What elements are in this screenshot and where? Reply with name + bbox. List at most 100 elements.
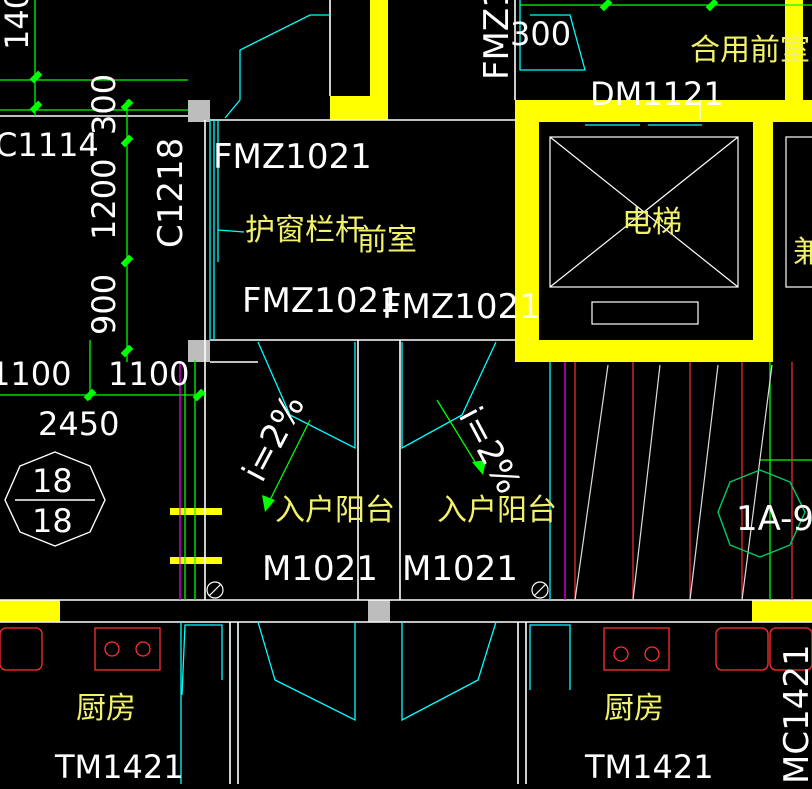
label-top-right-room: 合用前室 [690, 33, 810, 68]
shaft-hatch [179, 362, 793, 601]
burner [104, 641, 120, 657]
wall-elevator-left [515, 100, 539, 362]
stove-left [94, 627, 161, 671]
tick [83, 388, 97, 402]
yellow-walls [0, 0, 812, 622]
wall-elevator-top [515, 100, 812, 122]
label-kitchen-right: 厨房 [604, 691, 664, 726]
dim-1100-b: 1100 [108, 355, 189, 393]
dimension-ticks [29, 0, 719, 512]
hatch-line [689, 364, 719, 601]
label-partial-char: 兼 [793, 235, 812, 270]
elevator-cross [549, 136, 739, 288]
arrowhead [472, 460, 486, 475]
wall-top-horizontal [330, 96, 388, 120]
drain [531, 581, 549, 599]
wall-bottom-left [0, 600, 60, 622]
tick [120, 134, 134, 148]
dim-900: 900 [85, 274, 123, 335]
label-c1218: C1218 [151, 138, 191, 248]
tick [120, 344, 134, 358]
label-balcony-right: 入户阳台 [437, 493, 557, 528]
elevator-box [549, 136, 739, 288]
column-3 [368, 600, 390, 622]
burner [135, 641, 151, 657]
wall-top-right [785, 0, 803, 100]
column-1 [188, 100, 210, 122]
dim-1100-a: 1100 [0, 355, 71, 393]
sink-left [0, 627, 43, 671]
label-front-room: 前室 [357, 223, 417, 258]
label-fm-mid-left: FMZ1021 [242, 281, 401, 321]
wall-top-vertical [370, 0, 388, 120]
label-tm-left: TM1421 [54, 748, 184, 784]
axis-num-bottom: 18 [32, 502, 73, 540]
tick [29, 100, 43, 114]
wall-bottom-right [752, 600, 812, 622]
wall-marker-2 [170, 557, 222, 564]
tick [120, 98, 134, 112]
cabinet [181, 624, 223, 696]
axis-bubble-1a9 [717, 469, 806, 558]
label-guard-rail: 护窗栏杆 [245, 213, 365, 248]
wall-marker-1 [170, 508, 222, 515]
label-slope-right: i=2% [450, 400, 528, 500]
burner [644, 646, 660, 662]
door-swing [519, 0, 586, 71]
slope-arrow-right [436, 399, 481, 471]
tick [120, 254, 134, 268]
label-door-m-right: M1021 [402, 549, 518, 589]
label-mc-right: MC1421 [777, 644, 812, 784]
slope-arrow-left [264, 419, 311, 511]
axis-bubble-18 [4, 451, 106, 547]
tick [29, 70, 43, 84]
stove-right [603, 627, 670, 671]
tick [192, 388, 206, 402]
door-swing [239, 14, 330, 100]
column-2 [188, 340, 210, 362]
sink-right-2 [769, 627, 812, 671]
dim-300-top: 300 [510, 15, 571, 53]
guard-rail-leader [217, 229, 245, 233]
arrowhead [262, 495, 275, 512]
hatch-line [574, 364, 609, 601]
dim-2450: 2450 [38, 405, 119, 443]
burner [613, 646, 629, 662]
dim-1200: 1200 [85, 159, 123, 240]
elevator-car [549, 136, 812, 325]
label-dm1121: DM1121 [590, 75, 724, 113]
label-door-m-left: M1021 [262, 549, 378, 589]
label-fm-mid-right: FMZ1021 [382, 287, 541, 327]
cyan-lines [180, 0, 702, 784]
axis-num-top: 18 [32, 462, 73, 500]
dim-140: 140 [0, 0, 36, 50]
label-balcony-left: 入户阳台 [275, 493, 395, 528]
door-swing-right [401, 341, 497, 450]
drain-symbols [206, 581, 549, 599]
elevator-counterweight [591, 301, 699, 325]
kitchen-door-left [257, 621, 356, 722]
label-fm-left-top: FMZ1021 [213, 137, 372, 177]
label-c1114: C1114 [0, 126, 99, 164]
tick [705, 0, 719, 12]
dim-300-left: 300 [85, 74, 123, 135]
hatch-line [741, 364, 773, 601]
sink-right [715, 627, 769, 671]
hatch-line [632, 364, 661, 601]
tick [599, 0, 613, 12]
cabinet [529, 624, 571, 690]
drain-hatch [533, 583, 547, 597]
door-swing [224, 99, 241, 119]
label-kitchen-left: 厨房 [76, 691, 136, 726]
label-fm-rotated: FMZ1 [477, 0, 517, 80]
kitchen-door-right [401, 621, 497, 722]
drain-hatch [208, 583, 222, 597]
door-swing-left [257, 341, 356, 450]
kitchen-fixtures [0, 627, 812, 671]
wall-elevator-bottom [515, 340, 755, 362]
axis-label-1a9: 1A-9 [736, 499, 812, 539]
wall-elevator-right [753, 100, 773, 362]
